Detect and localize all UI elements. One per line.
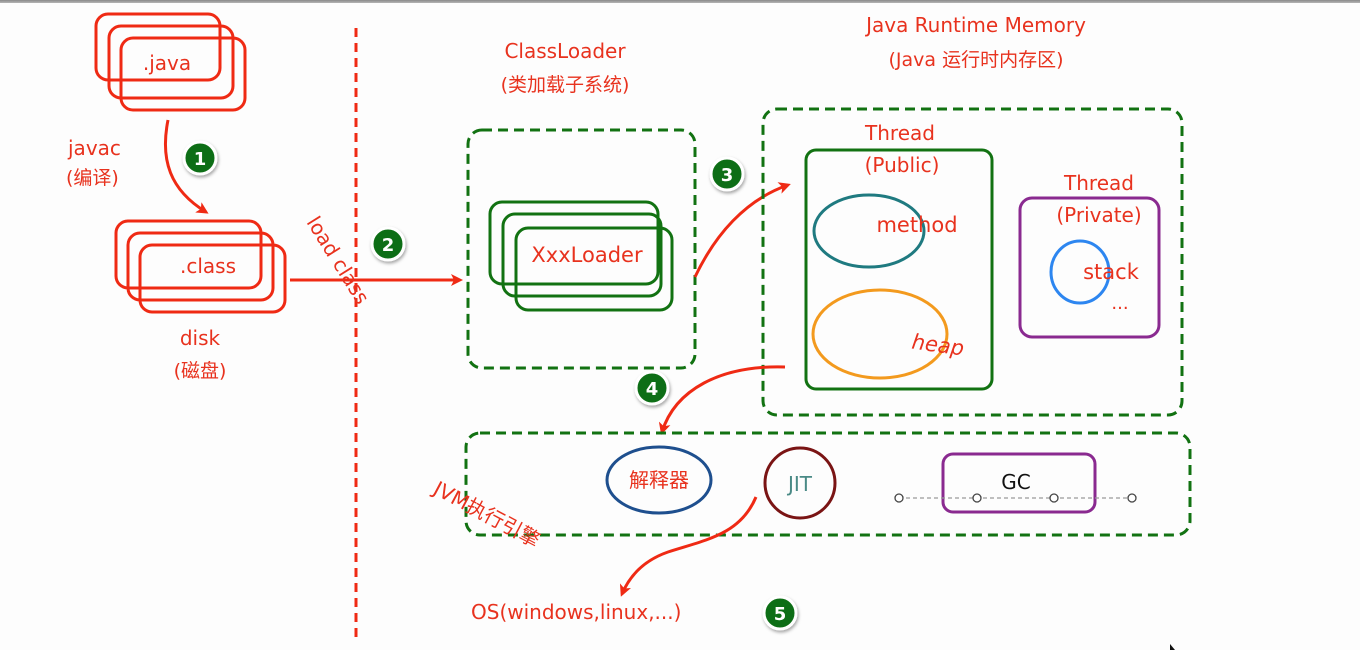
heap-area-label: heap xyxy=(910,330,965,361)
private-more-label: ... xyxy=(1111,293,1128,314)
stack-area-circle xyxy=(1049,239,1111,305)
class-file-card-2 xyxy=(126,231,275,302)
svg-text:1: 1 xyxy=(194,149,207,170)
step-badge-1: 1 xyxy=(182,140,218,176)
svg-text:2: 2 xyxy=(382,235,395,256)
xxx-loader-stack: XxxLoader xyxy=(488,200,674,312)
runtime-memory-title: Java Runtime Memory xyxy=(864,13,1086,37)
public-thread-subtitle: (Public) xyxy=(865,153,940,177)
java-file-card-1 xyxy=(94,12,222,82)
disk-label-cn: (磁盘) xyxy=(174,360,227,382)
private-thread-subtitle: (Private) xyxy=(1056,203,1141,227)
step-badge-2: 2 xyxy=(370,226,406,262)
classloader-subsystem-box xyxy=(466,128,697,370)
xxx-loader-label: XxxLoader xyxy=(531,243,643,267)
jit-to-os-arrow xyxy=(619,496,758,597)
public-thread-title: Thread xyxy=(864,121,935,145)
os-label: OS(windows,linux,...) xyxy=(471,600,681,624)
window-top-border xyxy=(0,0,1360,3)
loader-card-2 xyxy=(501,212,663,298)
class-file-card-1 xyxy=(114,219,263,290)
class-file-label: .class xyxy=(180,254,236,278)
javac-label: javac xyxy=(67,136,121,160)
java-file-card-3 xyxy=(119,36,247,112)
stack-area-label: stack xyxy=(1083,260,1140,284)
load-to-runtime-arrow xyxy=(693,182,791,278)
svg-text:4: 4 xyxy=(646,379,659,400)
disk-label: disk xyxy=(180,326,221,350)
gc-handle[interactable] xyxy=(894,493,904,503)
class-file-card-3 xyxy=(138,243,287,314)
interpreter-label: 解释器 xyxy=(629,468,689,492)
method-area-ellipse xyxy=(812,193,926,269)
gc-selection-handles xyxy=(894,493,1137,503)
javac-label-cn: (编译) xyxy=(66,167,119,189)
heap-area-ellipse xyxy=(811,288,949,380)
execution-engine-box xyxy=(464,431,1192,537)
load-class-label: load class xyxy=(302,212,375,308)
interpreter-ellipse xyxy=(605,445,713,515)
runtime-memory-subtitle: (Java 运行时内存区) xyxy=(889,49,1064,71)
java-file-card-2 xyxy=(107,24,235,100)
classloader-title: ClassLoader xyxy=(504,39,626,63)
loader-card-3 xyxy=(514,226,674,312)
java-file-label: .java xyxy=(143,51,191,75)
compile-arrow xyxy=(163,119,209,214)
runtime-to-engine-arrow xyxy=(658,365,786,435)
svg-text:5: 5 xyxy=(774,604,787,625)
step-badge-4: 4 xyxy=(634,370,670,406)
mouse-cursor-icon xyxy=(1170,644,1175,650)
loader-card-1 xyxy=(488,200,660,286)
private-thread-box xyxy=(1018,196,1161,339)
gc-handle[interactable] xyxy=(972,493,982,503)
class-files: .class xyxy=(114,219,287,314)
runtime-memory-box xyxy=(761,107,1184,417)
public-thread-box xyxy=(804,148,994,391)
svg-text:3: 3 xyxy=(721,165,734,186)
private-thread-title: Thread xyxy=(1063,171,1134,195)
gc-handle[interactable] xyxy=(1127,493,1137,503)
execution-engine-label: JVM执行引擎 xyxy=(428,475,544,552)
gc-handle[interactable] xyxy=(1049,493,1059,503)
jit-label: JIT xyxy=(786,472,813,496)
gc-label: GC xyxy=(1001,470,1030,494)
java-source-files: .java xyxy=(94,12,247,112)
gc-box xyxy=(941,452,1097,514)
jit-circle xyxy=(763,446,837,520)
classloader-subtitle: (类加载子系统) xyxy=(501,74,630,96)
step-badge-5: 5 xyxy=(762,595,798,631)
method-area-label: method xyxy=(876,213,957,237)
step-badge-3: 3 xyxy=(709,156,745,192)
